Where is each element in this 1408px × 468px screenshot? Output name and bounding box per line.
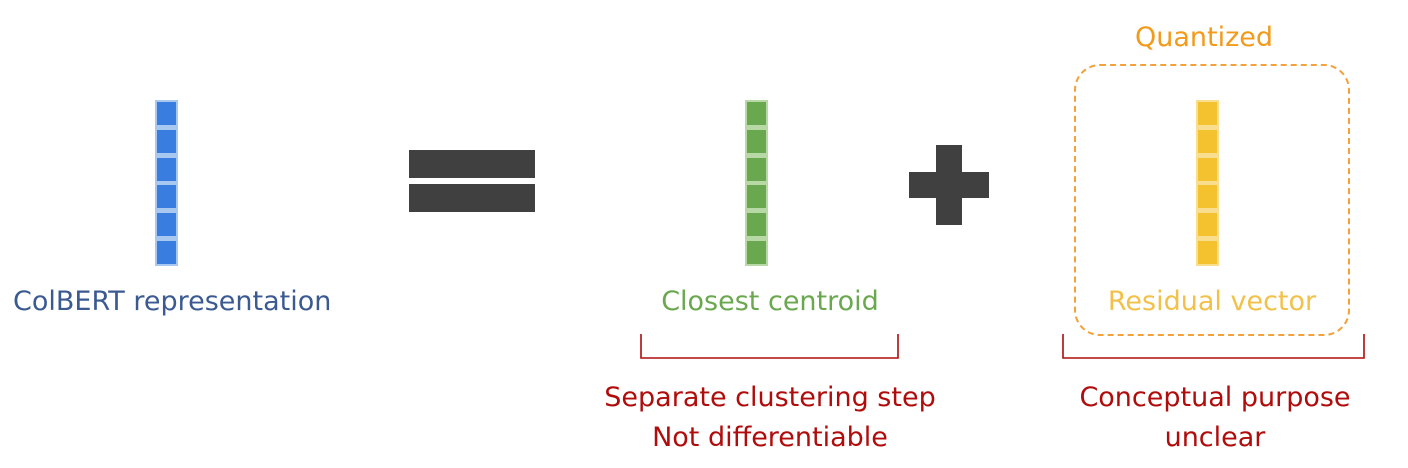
vector-cell	[747, 185, 766, 209]
colbert-label: ColBERT representation	[13, 286, 332, 317]
centroid-vector	[745, 100, 768, 266]
centroid-note-line-1: Separate clustering step	[604, 382, 936, 413]
centroid-note-line-2: Not differentiable	[652, 422, 888, 453]
vector-cell	[747, 129, 766, 153]
vector-cell	[157, 102, 176, 125]
vector-cell	[1198, 102, 1217, 125]
colbert-vector	[155, 100, 178, 266]
centroid-label: Closest centroid	[661, 286, 879, 317]
vector-cell	[157, 213, 176, 237]
residual-note: Conceptual purpose unclear	[1040, 378, 1390, 458]
vector-cell	[1198, 129, 1217, 153]
vector-cell	[1198, 157, 1217, 181]
centroid-bracket	[640, 334, 899, 359]
vector-cell	[747, 240, 766, 264]
vector-cell	[1198, 213, 1217, 237]
quantized-label: Quantized	[1134, 22, 1274, 53]
centroid-note: Separate clustering step Not differentia…	[580, 378, 960, 458]
vector-cell	[157, 185, 176, 209]
vector-cell	[157, 129, 176, 153]
residual-note-line-1: Conceptual purpose	[1079, 382, 1351, 413]
vector-cell	[747, 157, 766, 181]
vector-cell	[747, 102, 766, 125]
plus-bar-vertical	[936, 145, 962, 225]
residual-note-line-2: unclear	[1164, 422, 1266, 453]
residual-bracket	[1062, 334, 1365, 359]
vector-cell	[747, 213, 766, 237]
equals-bar-top	[409, 150, 535, 178]
residual-vector	[1196, 100, 1219, 266]
residual-label: Residual vector	[1107, 286, 1317, 317]
vector-cell	[1198, 240, 1217, 264]
vector-cell	[1198, 185, 1217, 209]
equals-bar-bottom	[409, 184, 535, 212]
vector-cell	[157, 240, 176, 264]
vector-cell	[157, 157, 176, 181]
quantized-box	[1074, 64, 1350, 336]
